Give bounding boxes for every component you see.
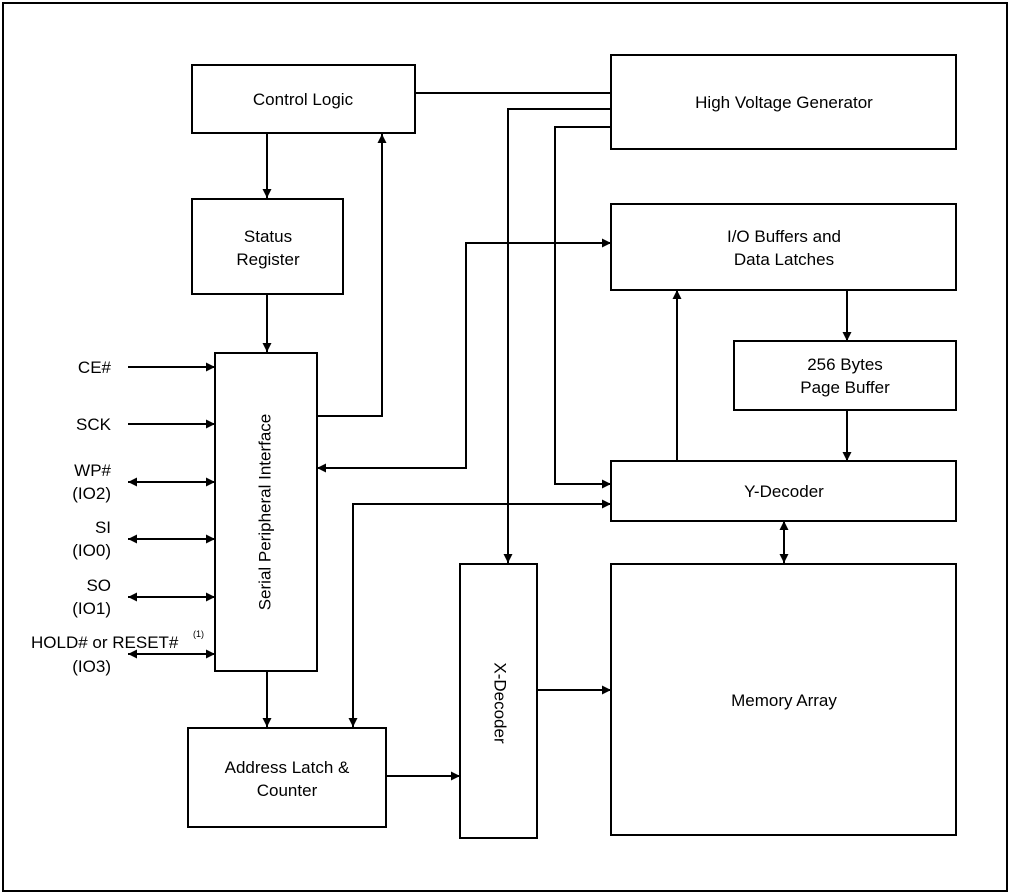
pin-hold-reset-footnote: (1) [193, 629, 204, 639]
pin-io1-label: (IO1) [72, 599, 111, 618]
pin-so-label: SO [86, 576, 111, 595]
y-decoder-block: Y-Decoder [610, 460, 957, 522]
io-buffers-label-1: I/O Buffers and [727, 227, 841, 246]
pin-ce-label: CE# [78, 358, 112, 377]
memory-array-block: Memory Array [610, 563, 957, 836]
address-latch-label-2: Counter [257, 781, 318, 800]
pin-io0-label: (IO0) [72, 541, 111, 560]
arrow-ydecoder-address [348, 499, 611, 727]
address-latch-label-1: Address Latch & [225, 758, 350, 777]
pin-hold-reset-label: HOLD# or RESET# [31, 633, 179, 652]
high-voltage-generator-label: High Voltage Generator [695, 93, 873, 112]
status-register-label-1: Status [244, 227, 292, 246]
x-decoder-label: X-Decoder [491, 662, 510, 744]
high-voltage-generator-block: High Voltage Generator [610, 54, 957, 150]
pin-io3-label: (IO3) [72, 657, 111, 676]
status-register-block: Status Register [191, 198, 344, 295]
io-buffers-label-2: Data Latches [734, 250, 834, 269]
control-logic-block: Control Logic [191, 64, 416, 134]
pin-io2-label: (IO2) [72, 484, 111, 503]
page-buffer-label-1: 256 Bytes [807, 355, 883, 374]
y-decoder-label: Y-Decoder [744, 482, 824, 501]
address-latch-block: Address Latch & Counter [187, 727, 387, 828]
pin-labels: CE# SCK WP# (IO2) SI (IO0) SO (IO1) HOLD… [31, 358, 204, 676]
serial-peripheral-interface-label: Serial Peripheral Interface [255, 414, 274, 611]
io-buffers-block: I/O Buffers and Data Latches [610, 203, 957, 291]
memory-array-label: Memory Array [731, 691, 837, 710]
pin-si-label: SI [95, 518, 111, 537]
pin-wp-label: WP# [74, 461, 111, 480]
page-buffer-label-2: Page Buffer [800, 378, 890, 397]
page-buffer-block: 256 Bytes Page Buffer [733, 340, 957, 411]
control-logic-label: Control Logic [253, 90, 354, 109]
arrow-spi-io-buffers [317, 238, 611, 473]
x-decoder-block: X-Decoder [459, 563, 538, 839]
serial-peripheral-interface-block: Serial Peripheral Interface [214, 352, 318, 672]
pin-sck-label: SCK [76, 415, 112, 434]
connections [128, 92, 852, 781]
status-register-label-2: Register [236, 250, 300, 269]
